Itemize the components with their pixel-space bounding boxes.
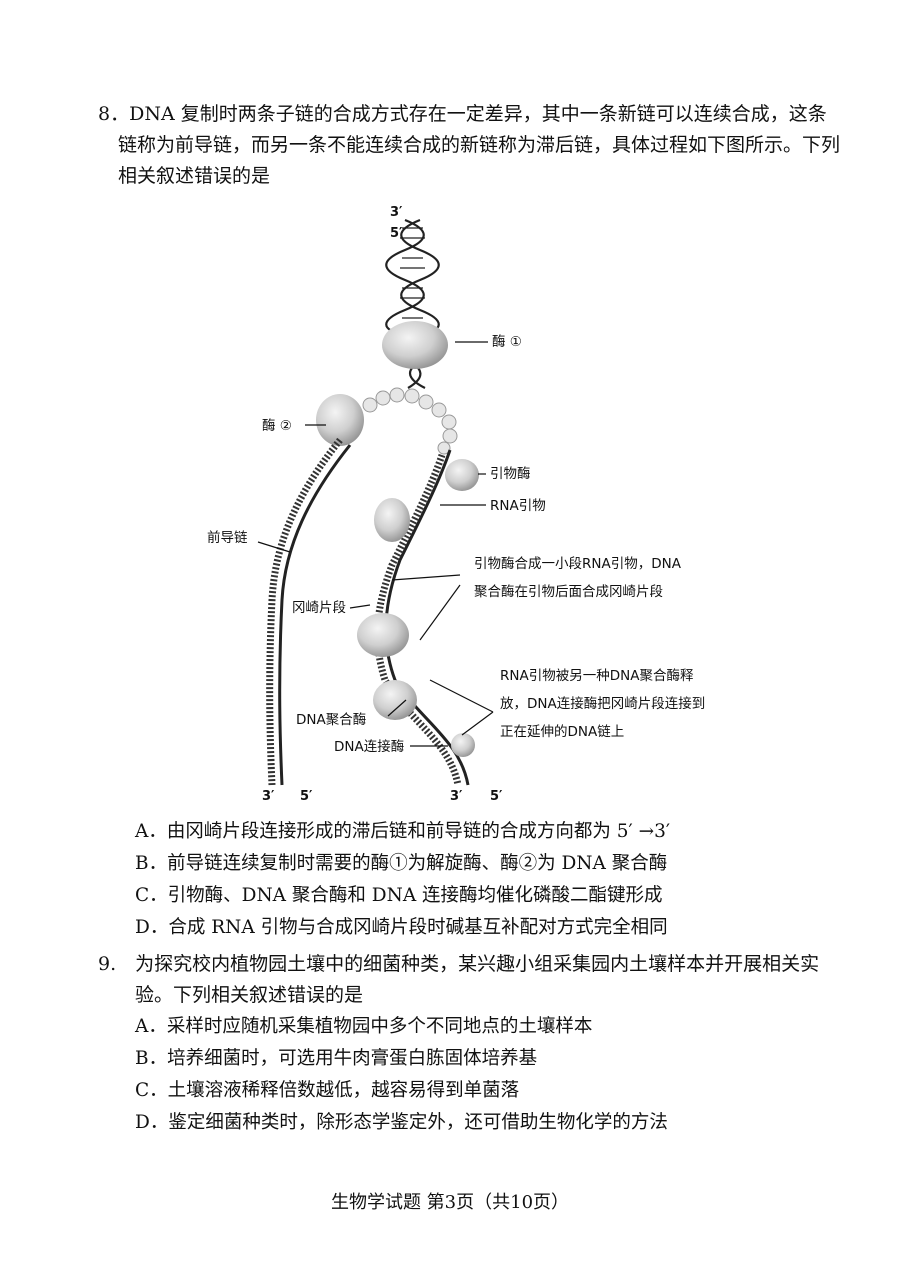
q8-option-d: D．合成 RNA 引物与合成冈崎片段时碱基互补配对方式完全相同	[135, 917, 668, 938]
left-5prime-label: 5′	[300, 789, 313, 804]
dna-polymerase-shape	[373, 680, 417, 720]
q9-option-b: B．培养细菌时，可选用牛肉膏蛋白胨固体培养基	[135, 1048, 538, 1069]
note2-line2: 放，DNA连接酶把冈崎片段连接到	[500, 695, 705, 712]
enzyme1-label: 酶 ①	[492, 334, 522, 350]
q9-option-c: C．土壤溶液稀释倍数越低，越容易得到单菌落	[135, 1080, 520, 1101]
q8-stem-line3: 相关叙述错误的是	[118, 165, 271, 187]
primase-shape	[445, 459, 479, 491]
leading-strand	[266, 437, 352, 786]
top-3prime-label: 3′	[390, 205, 403, 220]
dna-polymerase-label: DNA聚合酶	[296, 712, 366, 728]
note1-line2: 聚合酶在引物后面合成冈崎片段	[474, 584, 663, 600]
page-footer: 生物学试题 第3页（共10页）	[330, 1192, 570, 1213]
q8-stem-line1: 8．DNA 复制时两条子链的合成方式存在一定差异，其中一条新链可以连续合成，这条	[98, 103, 827, 125]
q9-stem-line1: 9. 为探究校内植物园土壤中的细菌种类，某兴趣小组采集园内土壤样本并开展相关实	[98, 953, 820, 975]
right-5prime-label: 5′	[490, 789, 503, 804]
okazaki-label: 冈崎片段	[292, 600, 346, 616]
ssb-beads	[362, 387, 458, 455]
enzyme1-shape	[382, 321, 448, 369]
primase-label: 引物酶	[490, 466, 531, 482]
rna-primer-label: RNA引物	[490, 498, 546, 514]
enzyme2-label: 酶 ②	[262, 418, 292, 434]
q8-stem-line2: 链称为前导链，而另一条不能连续合成的新链称为滞后链，具体过程如下图所示。下列	[118, 134, 841, 156]
enzyme2-shape	[316, 394, 364, 446]
dna-polymerase-lower-shape	[357, 613, 409, 657]
q8-option-a: A．由冈崎片段连接形成的滞后链和前导链的合成方向都为 5′ →3′	[135, 821, 671, 842]
dna-replication-figure: 3′ 5′ 酶 ① 酶 ② 引物酶 RNA引物 前导链 引物酶合成一小段RNA引…	[207, 205, 705, 804]
top-5prime-label: 5′	[390, 226, 403, 241]
q8-option-c: C．引物酶、DNA 聚合酶和 DNA 连接酶均催化磷酸二酯键形成	[135, 885, 663, 906]
left-3prime-label: 3′	[262, 789, 275, 804]
note1-line1: 引物酶合成一小段RNA引物，DNA	[474, 556, 682, 572]
q9-option-a: A．采样时应随机采集植物园中多个不同地点的土壤样本	[135, 1016, 593, 1037]
note2-line3: 正在延伸的DNA链上	[500, 724, 624, 740]
right-3prime-label: 3′	[450, 789, 463, 804]
leading-strand-label: 前导链	[207, 529, 248, 546]
q9-option-d: D．鉴定细菌种类时，除形态学鉴定外，还可借助生物化学的方法	[135, 1112, 668, 1133]
dna-ligase-label: DNA连接酶	[334, 738, 404, 755]
q8-option-b: B．前导链连续复制时需要的酶①为解旋酶、酶②为 DNA 聚合酶	[135, 853, 668, 874]
dna-ligase-shape	[451, 733, 475, 757]
q9-stem-line2: 验。下列相关叙述错误的是	[135, 984, 364, 1006]
dna-polymerase-upper-shape	[374, 498, 410, 542]
note2-line1: RNA引物被另一种DNA聚合酶释	[500, 668, 694, 684]
parental-helix	[385, 218, 440, 389]
